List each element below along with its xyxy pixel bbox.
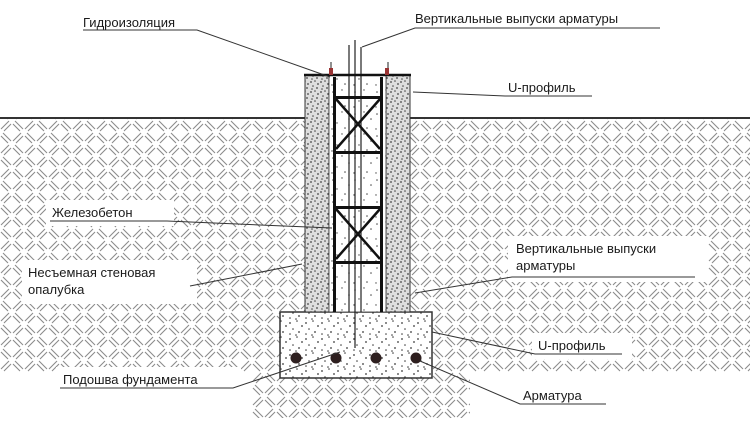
footing-rebar-dot [410, 352, 422, 364]
reinforcement-cage [333, 77, 383, 312]
label-waterproofing: Гидроизоляция [83, 15, 176, 30]
leader-rebar-outlets-top [361, 27, 660, 48]
label-knockouts [22, 200, 708, 409]
leader-lines [50, 27, 695, 405]
label-rebar: Арматура [523, 388, 582, 403]
leader-permanent-formwork [189, 263, 303, 287]
red-mark-right [385, 68, 389, 75]
footing-rebar-dot [290, 352, 302, 364]
leader-rebar-outlets-side [414, 276, 695, 294]
cross-bracing [335, 98, 381, 260]
footing-rebar-dot [330, 352, 342, 364]
label-rebar-outlets-side: Вертикальные выпуски арматуры [516, 241, 657, 273]
leader-footing [60, 351, 341, 389]
label-rebar-outlets-top: Вертикальные выпуски арматуры [415, 11, 619, 26]
footing-block [279, 311, 433, 379]
label-footing: Подошва фундамента [63, 372, 198, 387]
wall-column [304, 40, 411, 348]
label-permanent-formwork: Несъемная стеновая опалубка [28, 265, 156, 297]
red-mark-left [329, 68, 333, 75]
leader-u-profile-top [412, 91, 592, 97]
leader-waterproofing [83, 29, 331, 78]
label-reinforced-concrete: Железобетон [52, 205, 133, 220]
leader-rebar [419, 360, 606, 405]
leader-u-profile-bottom [431, 331, 622, 355]
label-u-profile-top: U-профиль [508, 80, 576, 95]
label-u-profile-bottom: U-профиль [538, 338, 606, 353]
leader-reinforced-concrete [50, 220, 333, 229]
footing-rebar-dot [370, 352, 382, 364]
